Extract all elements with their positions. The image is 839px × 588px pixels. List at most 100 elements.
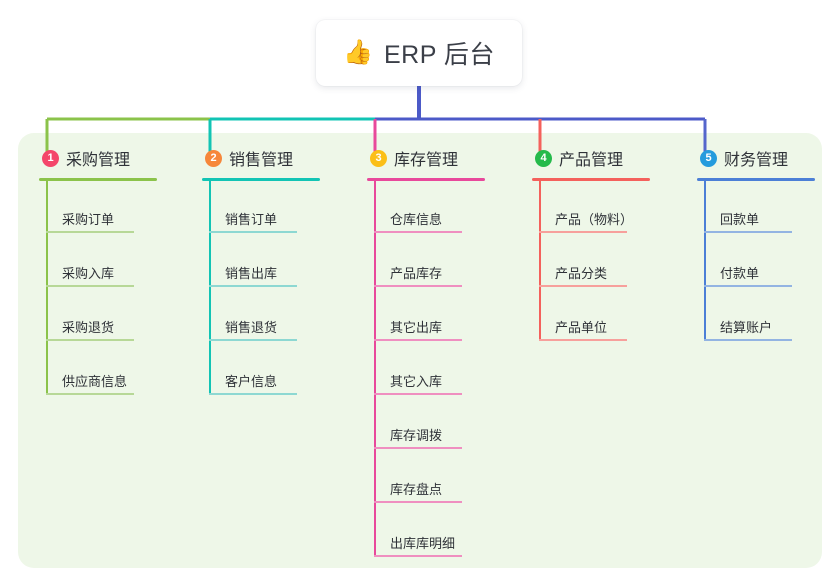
branch-item[interactable]: 产品（物料）: [539, 183, 663, 237]
branch-item[interactable]: 销售订单: [209, 183, 333, 237]
branch-item-list: 回款单付款单结算账户: [704, 181, 828, 345]
branch-item[interactable]: 供应商信息: [46, 345, 170, 399]
branch-item[interactable]: 其它出库: [374, 291, 498, 345]
branch-item-underline: [46, 285, 134, 287]
branch-title: 库存管理: [394, 152, 459, 169]
branch-underline: [367, 178, 485, 181]
branch-item-label: 出库库明细: [390, 536, 456, 551]
branch-item[interactable]: 结算账户: [704, 291, 828, 345]
branch-item-underline: [46, 231, 134, 233]
branch-item-label: 库存调拨: [390, 428, 443, 443]
branch-column-2: 2 销售管理销售订单销售出库销售退货客户信息: [185, 145, 333, 399]
branch-item-list: 仓库信息产品库存其它出库其它入库库存调拨库存盘点出库库明细: [374, 181, 498, 561]
branch-underline: [39, 178, 157, 181]
branch-title: 财务管理: [724, 152, 789, 169]
branch-item[interactable]: 其它入库: [374, 345, 498, 399]
branch-item[interactable]: 出库库明细: [374, 507, 498, 561]
branch-item-label: 回款单: [720, 212, 760, 227]
branch-item[interactable]: 回款单: [704, 183, 828, 237]
branch-item-label: 其它出库: [390, 320, 443, 335]
branch-item-label: 销售退货: [225, 320, 278, 335]
branch-column-4: 4 产品管理产品（物料） 产品分类产品单位: [515, 145, 663, 345]
branch-header-3[interactable]: 3 库存管理: [350, 145, 498, 171]
branch-item[interactable]: 销售出库: [209, 237, 333, 291]
branch-item-underline: [539, 285, 627, 287]
branch-item-underline: [374, 501, 462, 503]
branch-item-label: 采购入库: [62, 266, 115, 281]
branch-item[interactable]: 产品库存: [374, 237, 498, 291]
branch-item[interactable]: 库存盘点: [374, 453, 498, 507]
branch-item-label: 其它入库: [390, 374, 443, 389]
branch-item-label: 供应商信息: [62, 374, 128, 389]
branch-spine: [539, 181, 541, 339]
branch-item[interactable]: 采购入库: [46, 237, 170, 291]
branch-item-underline: [46, 393, 134, 395]
branch-item-label: 付款单: [720, 266, 760, 281]
branch-item-label: 客户信息: [225, 374, 278, 389]
branch-item[interactable]: 采购退货: [46, 291, 170, 345]
branch-number-badge: 3: [370, 149, 387, 167]
branch-item-label: 产品（物料）: [555, 212, 634, 227]
branch-item-label: 采购订单: [62, 212, 115, 227]
branch-underline: [697, 178, 815, 181]
branch-item[interactable]: 销售退货: [209, 291, 333, 345]
branch-number-badge: 2: [205, 149, 222, 167]
branch-item[interactable]: 采购订单: [46, 183, 170, 237]
branch-item-underline: [374, 339, 462, 341]
branch-number-badge: 4: [535, 149, 552, 167]
branch-item[interactable]: 产品单位: [539, 291, 663, 345]
thumbs-up-icon: 👍: [343, 39, 373, 66]
branch-spine: [46, 181, 48, 393]
branch-item-label: 库存盘点: [390, 482, 443, 497]
branch-header-2[interactable]: 2 销售管理: [185, 145, 333, 171]
branch-item-label: 产品单位: [555, 320, 608, 335]
branch-item-underline: [374, 393, 462, 395]
branch-item-underline: [704, 339, 792, 341]
branch-column-3: 3 库存管理仓库信息产品库存其它出库其它入库库存调拨库存盘点出库库明细: [350, 145, 498, 561]
branches-panel: [18, 133, 822, 568]
root-node[interactable]: 👍 ERP 后台: [316, 20, 522, 86]
branch-spine: [374, 181, 376, 555]
branch-item-list: 采购订单采购入库采购退货供应商信息: [46, 181, 170, 399]
branch-spine: [209, 181, 211, 393]
branch-item[interactable]: 产品分类: [539, 237, 663, 291]
branch-item-underline: [539, 339, 627, 341]
branch-item-underline: [46, 339, 134, 341]
branch-item-label: 销售出库: [225, 266, 278, 281]
branch-item-label: 采购退货: [62, 320, 115, 335]
branch-item-underline: [539, 231, 627, 233]
branch-item-underline: [704, 231, 792, 233]
branch-item-underline: [374, 555, 462, 557]
branch-item-underline: [209, 231, 297, 233]
branch-item[interactable]: 客户信息: [209, 345, 333, 399]
branch-header-5[interactable]: 5 财务管理: [680, 145, 828, 171]
branch-item-label: 产品库存: [390, 266, 443, 281]
root-title: ERP 后台: [383, 41, 495, 69]
branch-item-underline: [209, 285, 297, 287]
branch-item-list: 产品（物料） 产品分类产品单位: [539, 181, 663, 345]
branch-item-label: 仓库信息: [390, 212, 443, 227]
branch-title: 产品管理: [559, 152, 624, 169]
branch-header-4[interactable]: 4 产品管理: [515, 145, 663, 171]
branch-item-underline: [209, 339, 297, 341]
branch-item-underline: [704, 285, 792, 287]
branch-item-label: 销售订单: [225, 212, 278, 227]
branch-item[interactable]: 库存调拨: [374, 399, 498, 453]
branch-item-underline: [374, 447, 462, 449]
branch-item-underline: [374, 285, 462, 287]
branch-item-underline: [209, 393, 297, 395]
branch-number-badge: 1: [42, 149, 59, 167]
branch-item[interactable]: 付款单: [704, 237, 828, 291]
branch-item-label: 结算账户: [720, 320, 773, 335]
branch-spine: [704, 181, 706, 339]
branch-item[interactable]: 仓库信息: [374, 183, 498, 237]
branch-title: 销售管理: [229, 152, 294, 169]
branch-underline: [202, 178, 320, 181]
branch-item-underline: [374, 231, 462, 233]
branch-item-label: 产品分类: [555, 266, 608, 281]
branch-number-badge: 5: [700, 149, 717, 167]
